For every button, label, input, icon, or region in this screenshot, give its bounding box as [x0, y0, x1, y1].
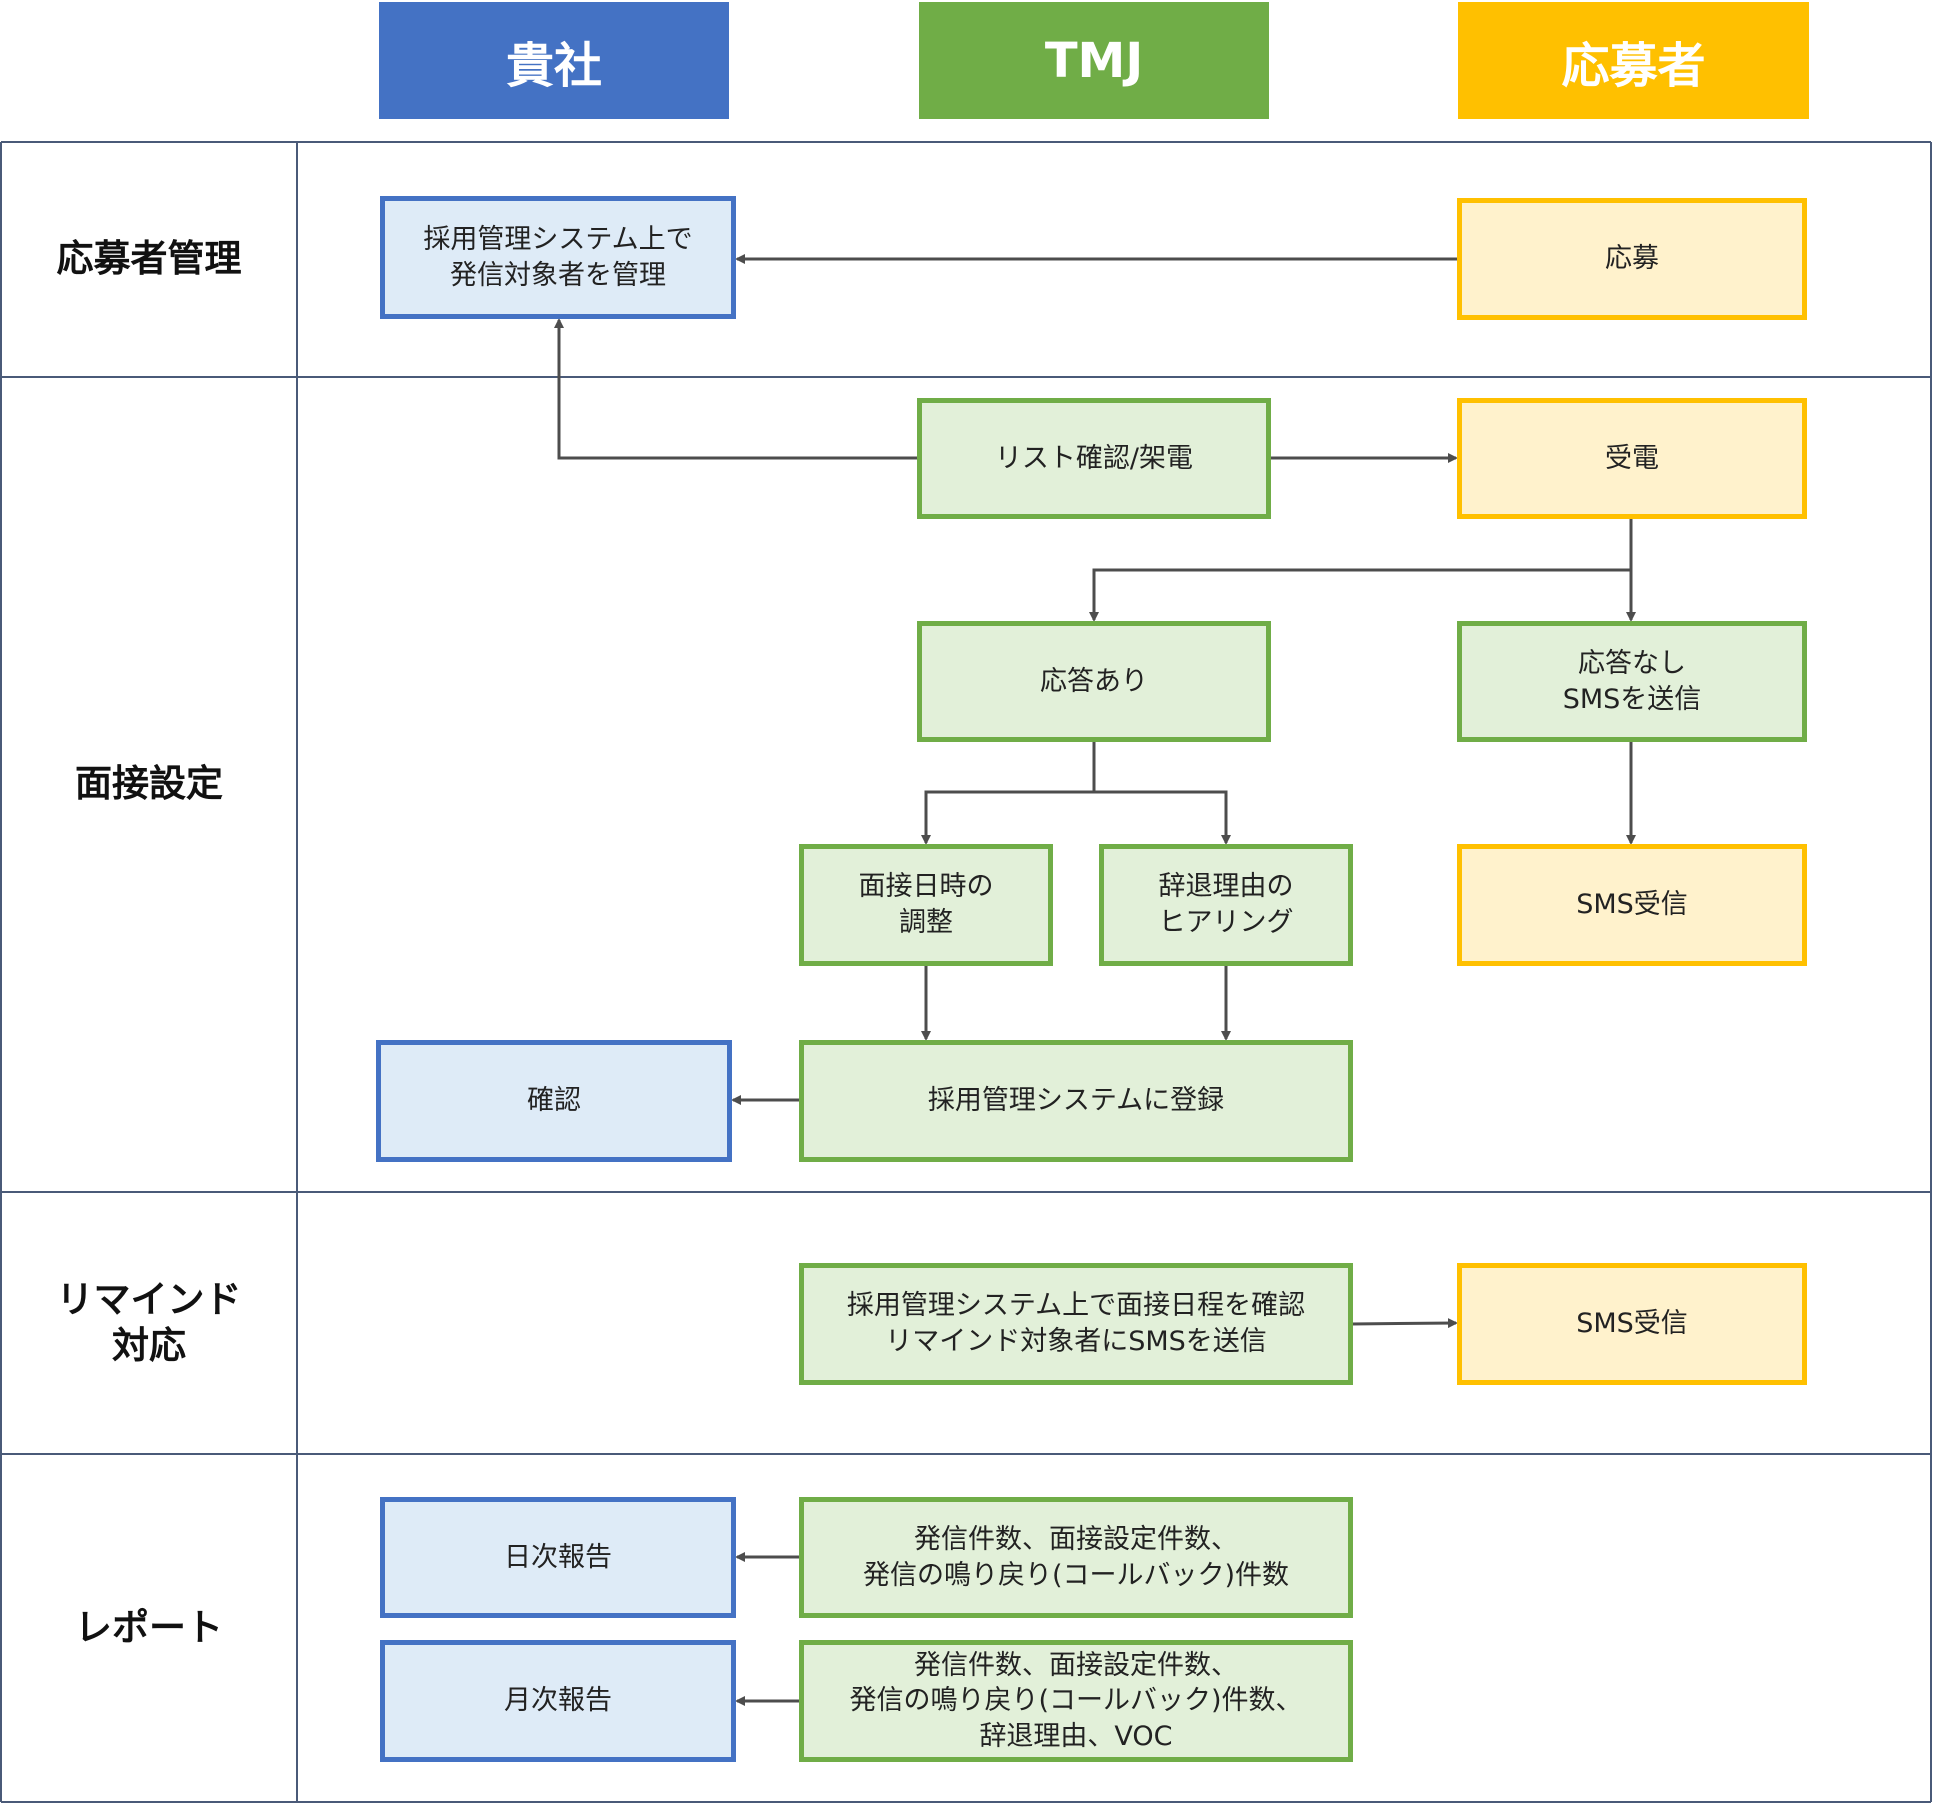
row-label-report: レポート	[75, 1605, 223, 1649]
node-confirm: 確認	[376, 1040, 732, 1162]
row-label-applicant-management: 応募者管理	[56, 237, 242, 281]
header-tmj-label: TMJ	[1044, 32, 1144, 89]
arrow-call-to-manage	[554, 318, 919, 460]
header-tmj: TMJ	[919, 2, 1269, 119]
node-apply: 応募	[1457, 198, 1807, 320]
row-label-reminder: リマインド 対応	[56, 1277, 242, 1367]
node-daily-items: 発信件数、面接設定件数、 発信の鳴り戻り(コールバック)件数	[799, 1497, 1353, 1618]
node-decline-hearing: 辞退理由の ヒアリング	[1099, 844, 1353, 966]
header-company-label: 貴社	[505, 37, 602, 94]
node-no-answer-sms: 応答なし SMSを送信	[1457, 621, 1807, 742]
node-register: 採用管理システムに登録	[799, 1040, 1353, 1162]
header-applicant: 応募者	[1458, 2, 1809, 119]
arrow-receive-to-answered	[1089, 517, 1633, 622]
row-label-interview-setting: 面接設定	[75, 762, 223, 806]
header-company: 貴社	[379, 2, 729, 119]
header-applicant-label: 応募者	[1561, 37, 1706, 94]
node-reminder-send: 採用管理システム上で面接日程を確認 リマインド対象者にSMSを送信	[799, 1263, 1353, 1385]
arrow-answered-to-adjust	[921, 740, 1096, 845]
node-daily-report: 日次報告	[380, 1497, 736, 1618]
arrow-answered-to-decline	[1094, 790, 1231, 845]
arrow-reminder-to-sms	[1350, 1318, 1458, 1329]
node-adjust-datetime: 面接日時の 調整	[799, 844, 1053, 966]
node-list-call: リスト確認/架電	[917, 398, 1271, 519]
node-monthly-items: 発信件数、面接設定件数、 発信の鳴り戻り(コールバック)件数、 辞退理由、VOC	[799, 1640, 1353, 1762]
node-sms-received-1: SMS受信	[1457, 844, 1807, 966]
node-sms-received-2: SMS受信	[1457, 1263, 1807, 1385]
node-answered: 応答あり	[917, 621, 1271, 742]
node-monthly-report: 月次報告	[380, 1640, 736, 1762]
node-manage-targets: 採用管理システム上で 発信対象者を管理	[380, 196, 736, 319]
node-receive-call: 受電	[1457, 398, 1807, 519]
